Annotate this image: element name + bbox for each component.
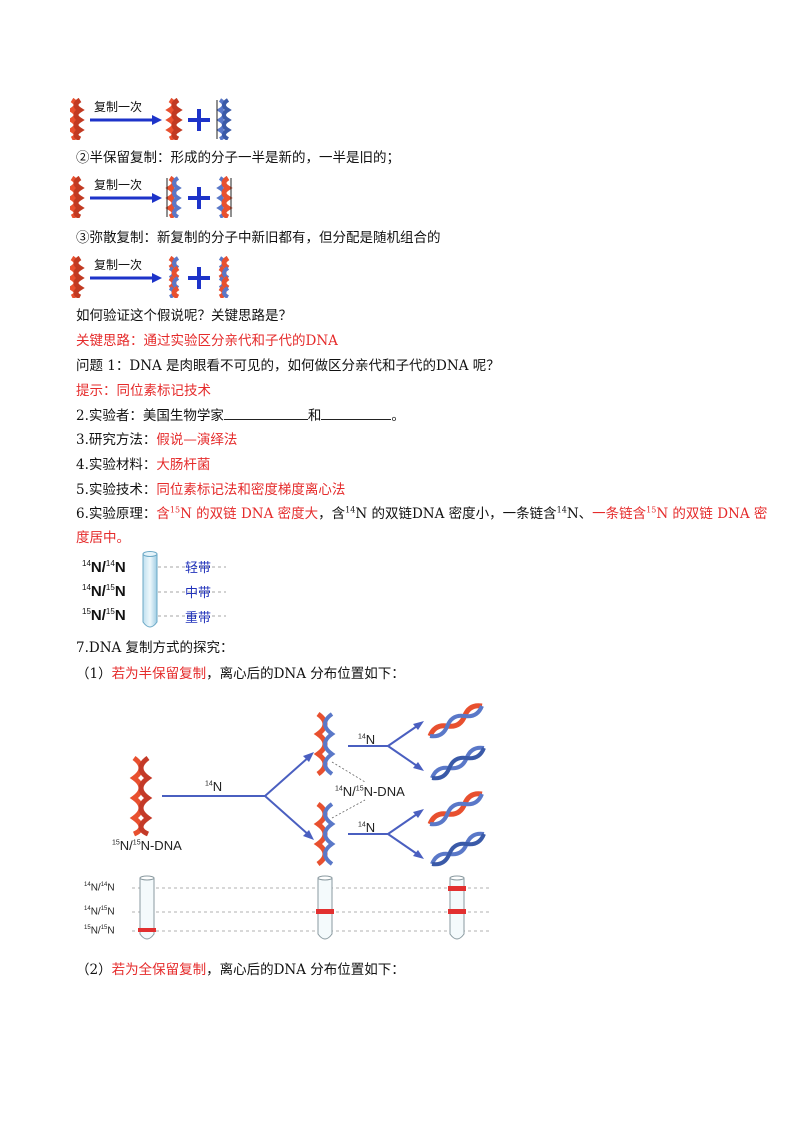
row-label-hybrid: 14N/15N	[84, 906, 115, 918]
child-dna-blue-icon	[216, 98, 232, 140]
replication-label: 复制一次	[94, 258, 143, 272]
band-light: 轻带	[185, 561, 212, 576]
verify-question: 如何验证这个假说呢？关键思路是？	[76, 308, 292, 324]
item-7: 7.DNA 复制方式的探究：	[76, 640, 234, 656]
plus-icon	[188, 187, 210, 209]
item-4: 4.实验材料：大肠杆菌	[76, 457, 211, 473]
replication-label: 复制一次	[94, 100, 143, 114]
label-14n-bottom: 14N	[358, 820, 376, 835]
question-1: 问题 1：DNA 是肉眼看不可见的，如何做区分亲代和子代的DNA 呢？	[76, 358, 500, 374]
label-14n-top: 14N	[358, 732, 376, 747]
tube-label-hybrid: 14N/15N	[82, 583, 126, 600]
tube-label-heavy: 15N/15N	[82, 607, 126, 624]
semi-conservative-experiment-diagram	[129, 703, 490, 940]
centrifuge-tube-3	[448, 875, 466, 940]
blank-2[interactable]	[321, 406, 392, 420]
grandchild-dna-3	[427, 791, 484, 827]
replication-diagram-conservative	[70, 98, 232, 140]
plus-icon	[188, 267, 210, 289]
band-heavy: 重带	[185, 611, 212, 626]
item-6: 6.实验原理：含15N 的双链 DNA 密度大，含14N 的双链DNA 密度小，…	[76, 505, 768, 522]
label-14n-main: 14N	[205, 779, 223, 794]
grandchild-dna-4	[430, 831, 486, 867]
parent-dna-icon	[70, 98, 85, 140]
band-light-mark	[448, 886, 466, 891]
density-tube-diagram	[142, 551, 226, 628]
child-dna-hybrid-bottom	[313, 801, 336, 867]
band-heavy-mark	[138, 928, 156, 932]
child-dna-hybrid-top	[313, 711, 336, 777]
sub-2: （2）若为全保留复制，离心后的DNA 分布位置如下：	[76, 962, 405, 978]
band-middle: 中带	[185, 586, 212, 601]
item-5: 5.实验技术：同位素标记法和密度梯度离心法	[76, 482, 346, 498]
label-hybrid-dna: 14N/15N-DNA	[335, 784, 405, 799]
item-2: 2.实验者：美国生物学家和。	[76, 406, 405, 424]
item-6-cont: 度居中。	[76, 530, 130, 546]
centrifuge-tube-2	[316, 875, 334, 940]
sub-1: （1）若为半保留复制，离心后的DNA 分布位置如下：	[76, 666, 405, 682]
label-parent-dna: 15N/15N-DNA	[112, 838, 182, 853]
grandchild-dna-2	[430, 745, 486, 781]
key-idea: 关键思路：通过实验区分亲代和子代的DNA	[76, 333, 338, 349]
dispersive-line: ③弥散复制：新复制的分子中新旧都有，但分配是随机组合的	[76, 230, 441, 246]
row-label-light: 14N/14N	[84, 882, 115, 894]
tube-label-light: 14N/14N	[82, 559, 126, 576]
plus-icon	[188, 109, 210, 131]
replication-diagram-semi	[70, 176, 233, 218]
replication-diagram-dispersive	[70, 256, 230, 298]
band-hybrid-mark	[316, 909, 334, 914]
replication-label: 复制一次	[94, 178, 143, 192]
blank-1[interactable]	[223, 406, 308, 420]
item-3: 3.研究方法：假说—演绎法	[76, 432, 238, 448]
semi-conservative-line: ②半保留复制：形成的分子一半是新的，一半是旧的；	[76, 150, 400, 166]
parent-dna-icon	[129, 755, 153, 837]
centrifuge-tube-1	[138, 875, 156, 940]
row-label-heavy: 15N/15N	[84, 925, 115, 937]
child-dna-red-icon	[165, 98, 183, 140]
hint: 提示：同位素标记技术	[76, 383, 211, 399]
grandchild-dna-1	[427, 703, 484, 739]
band-hybrid-mark	[448, 909, 466, 914]
